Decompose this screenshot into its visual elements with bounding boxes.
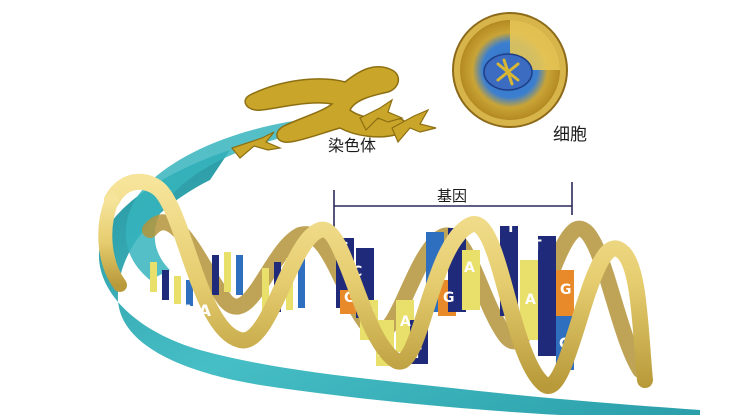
base-letter: T xyxy=(532,238,542,254)
base-letter: G xyxy=(443,290,455,306)
gene-label: 基因 xyxy=(437,187,468,205)
helix-tail xyxy=(98,193,127,292)
base-letter: G xyxy=(560,282,572,298)
cell-label: 细胞 xyxy=(553,125,587,145)
dna-label: DNA xyxy=(171,301,212,320)
cell-illustration xyxy=(452,12,568,128)
base-letter: G xyxy=(344,290,356,306)
chromosome-small-3 xyxy=(391,108,437,144)
base-letter: A xyxy=(464,260,475,276)
chromosome-small-2 xyxy=(359,98,404,132)
dna-helix: C C T A T T G T A A T G A A G A C xyxy=(98,173,653,394)
chromosome-label: 染色体 xyxy=(328,136,377,155)
chromosome-small-1 xyxy=(230,131,283,159)
base-letter: A xyxy=(525,292,536,308)
base-letter: T xyxy=(506,220,516,236)
helix-strand-back xyxy=(142,214,648,378)
helix-strand-front xyxy=(104,173,653,394)
base-letter: A xyxy=(400,314,411,330)
